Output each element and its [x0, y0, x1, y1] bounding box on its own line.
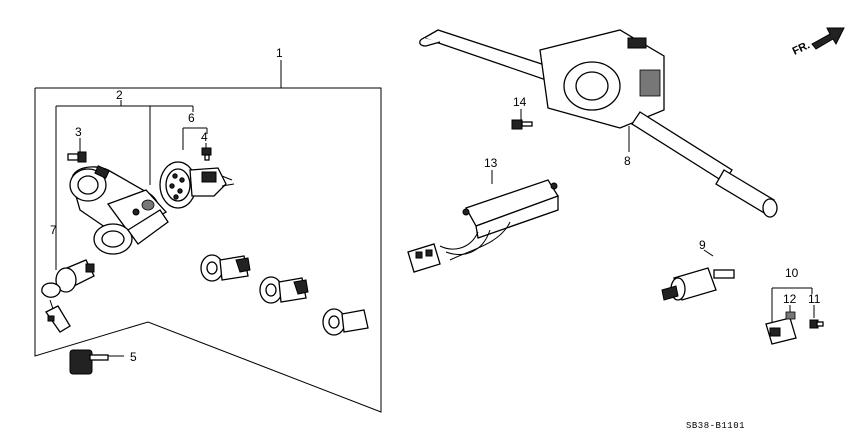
callout-1: 1 — [276, 46, 283, 60]
screw-4 — [201, 147, 212, 161]
key-cylinder-7 — [41, 259, 95, 333]
clip-12 — [785, 311, 796, 320]
leader-lines — [79, 109, 815, 357]
door-cylinder-a — [200, 254, 251, 282]
front-direction-arrow — [811, 27, 845, 50]
diagram-code: SB38-B1101 — [686, 421, 745, 431]
callout-3: 3 — [75, 125, 82, 139]
callout-6: 6 — [188, 111, 195, 125]
switch-9 — [661, 267, 735, 301]
connector-6 — [159, 161, 235, 209]
bracket-6 — [182, 127, 208, 150]
callout-14: 14 — [513, 95, 527, 109]
door-cylinder-c — [322, 308, 369, 336]
callout-2: 2 — [116, 88, 123, 102]
callout-labels: 1 2 3 6 4 7 5 14 13 8 9 10 12 11 — [50, 46, 821, 364]
callout-10: 10 — [785, 266, 799, 280]
callout-12: 12 — [783, 292, 797, 306]
bolt-14 — [511, 119, 533, 130]
callout-9: 9 — [699, 238, 706, 252]
callout-8: 8 — [624, 154, 631, 168]
callout-7: 7 — [50, 223, 57, 237]
kit-outline — [34, 60, 382, 413]
door-cylinder-b — [259, 276, 309, 304]
key-5 — [69, 349, 109, 375]
bracket-2 — [55, 100, 194, 270]
screw-11 — [809, 319, 824, 329]
bracket-assembly-10 — [765, 317, 797, 345]
relay-module-13 — [407, 179, 559, 273]
callout-13: 13 — [484, 156, 498, 170]
callout-11: 11 — [808, 292, 821, 306]
callout-5: 5 — [130, 350, 137, 364]
combination-switch-8 — [419, 29, 778, 218]
direction-label: FR. — [791, 39, 812, 57]
ignition-housing — [69, 165, 169, 255]
screw-3 — [67, 151, 87, 163]
callout-4: 4 — [201, 130, 208, 144]
